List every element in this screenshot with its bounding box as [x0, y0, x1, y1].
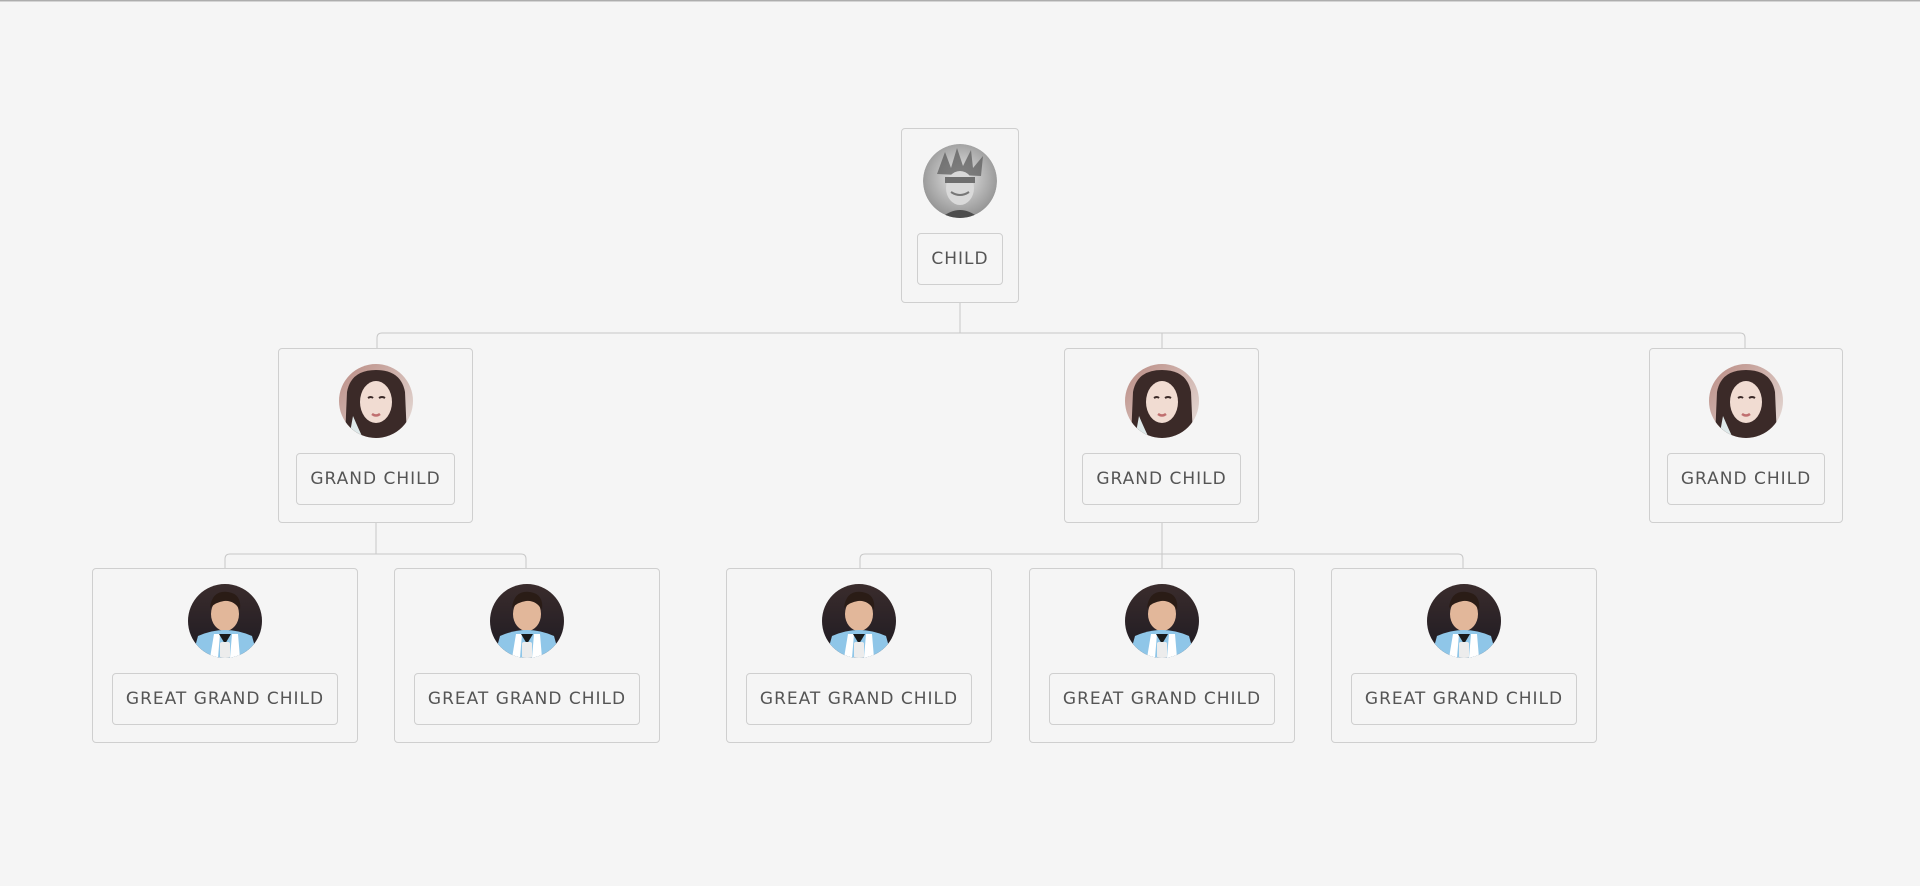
node-label-button[interactable]: GRAND CHILD [1666, 453, 1826, 505]
tree-node-great-grand-child-3[interactable]: GREAT GRAND CHILD [726, 568, 992, 743]
tree-node-great-grand-child-5[interactable]: GREAT GRAND CHILD [1331, 568, 1597, 743]
tree-node-root[interactable]: CHILD [901, 128, 1019, 303]
node-label-button[interactable]: GRAND CHILD [1082, 453, 1241, 505]
tree-node-grand-child-3[interactable]: GRAND CHILD [1649, 348, 1843, 523]
tree-node-grand-child-2[interactable]: GRAND CHILD [1064, 348, 1259, 523]
node-label-button[interactable]: GREAT GRAND CHILD [745, 673, 973, 725]
tree-node-grand-child-1[interactable]: GRAND CHILD [278, 348, 473, 523]
sketch-character-avatar-icon [923, 144, 997, 218]
footballer-portrait-avatar-icon [490, 584, 564, 658]
node-label-button[interactable]: GREAT GRAND CHILD [1048, 673, 1276, 725]
tree-node-great-grand-child-1[interactable]: GREAT GRAND CHILD [92, 568, 358, 743]
tree-node-great-grand-child-2[interactable]: GREAT GRAND CHILD [394, 568, 660, 743]
footballer-portrait-avatar-icon [1125, 584, 1199, 658]
footballer-portrait-avatar-icon [188, 584, 262, 658]
node-label-button[interactable]: GREAT GRAND CHILD [1350, 673, 1578, 725]
woman-portrait-avatar-icon [338, 364, 413, 438]
node-label-button[interactable]: GREAT GRAND CHILD [111, 673, 339, 725]
node-label-button[interactable]: CHILD [917, 233, 1003, 285]
woman-portrait-avatar-icon [1709, 364, 1783, 438]
node-label-button[interactable]: GREAT GRAND CHILD [413, 673, 641, 725]
woman-portrait-avatar-icon [1124, 364, 1199, 438]
connector-level-1-bar [376, 332, 1746, 348]
footballer-portrait-avatar-icon [822, 584, 896, 658]
connector-level-2-left-bar [224, 553, 527, 568]
node-label-button[interactable]: GRAND CHILD [296, 453, 455, 505]
connector-level-2-right-bar [859, 553, 1464, 568]
tree-node-great-grand-child-4[interactable]: GREAT GRAND CHILD [1029, 568, 1295, 743]
footballer-portrait-avatar-icon [1427, 584, 1501, 658]
top-border [0, 0, 1920, 2]
